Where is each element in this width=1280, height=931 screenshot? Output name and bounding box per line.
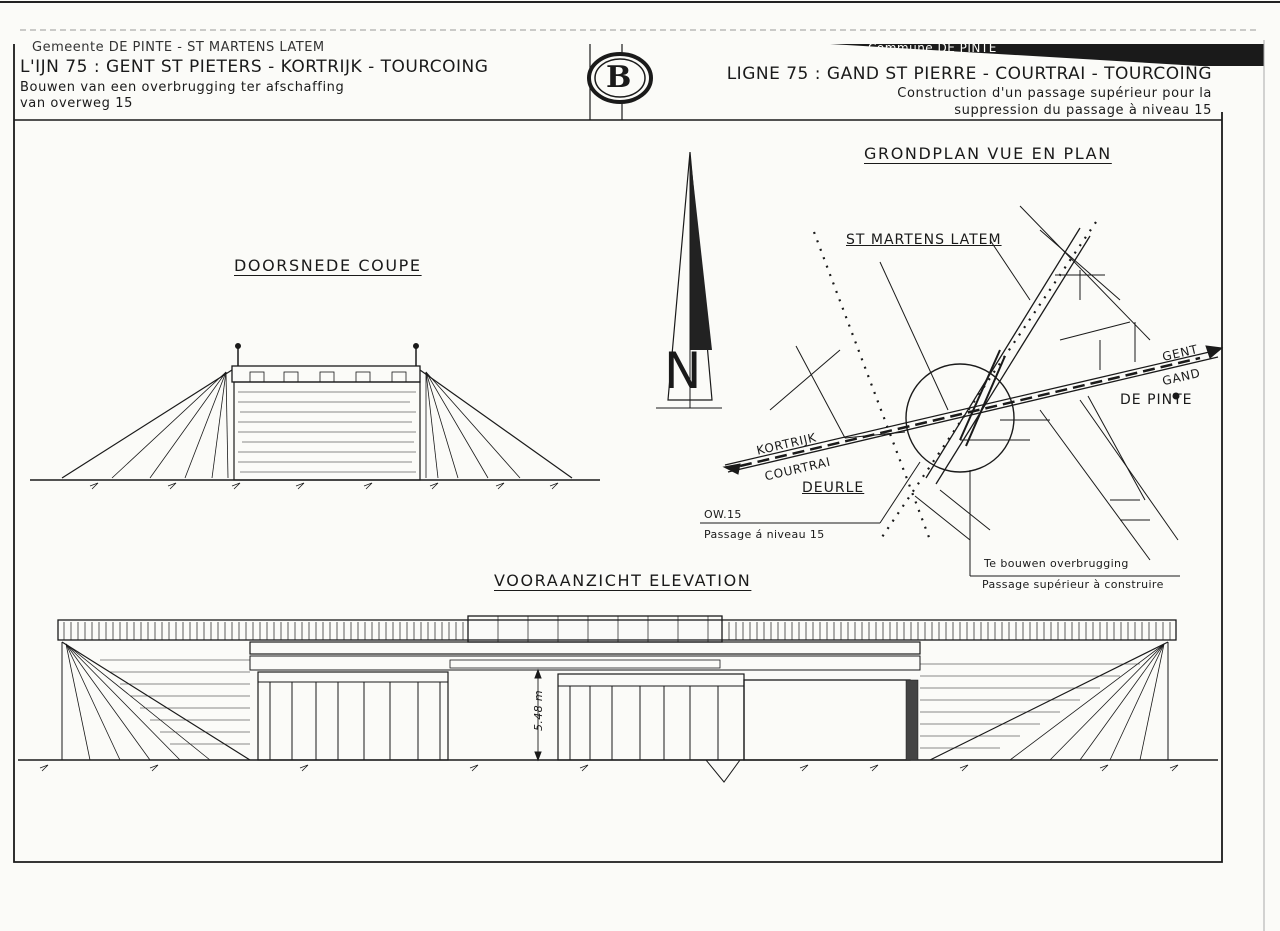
header-right-line: LIGNE 75 : GAND ST PIERRE - COURTRAI - T…: [726, 64, 1212, 84]
header-right-desc-2: suppression du passage à niveau 15: [954, 103, 1212, 118]
header-left-top: Gemeente DE PINTE - ST MARTENS LATEM: [32, 40, 325, 52]
crossing-circle: [905, 363, 1015, 473]
new-overpass-road: [925, 227, 1091, 485]
logo-letter: B: [606, 60, 632, 95]
header-left-desc-1: Bouwen van een overbrugging ter afschaff…: [20, 80, 345, 95]
railing-posts: [63, 622, 1171, 640]
cross-section-drawing: [30, 343, 600, 490]
header-right-top: Commune DE PINTE: [868, 41, 997, 52]
header-left-line: L'IJN 75 : GENT ST PIETERS - KORTRIJK - …: [20, 57, 489, 77]
plan-map: [700, 205, 1224, 577]
elevation-drawing: [18, 615, 1218, 783]
map-label-bridge-fr: Passage supérieur à construire: [982, 578, 1164, 591]
clearance-dimension: 5.48 m: [532, 689, 546, 732]
map-label-ow15: OW.15: [704, 508, 742, 521]
map-label-de-pinte: DE PINTE: [1120, 392, 1193, 408]
map-label-ow15-desc: Passage á niveau 15: [704, 528, 825, 541]
drawing-frame: [13, 40, 1265, 931]
map-label-st-martens-latem: ST MARTENS LATEM: [846, 232, 1002, 248]
map-label-bridge-nl: Te bouwen overbrugging: [984, 557, 1129, 570]
railway-line: [724, 349, 1219, 473]
map-label-deurle: DEURLE: [802, 480, 865, 496]
scan-top-band: [0, 1, 1280, 66]
north-letter: N: [664, 342, 702, 400]
railway-logo: [587, 52, 653, 104]
cross-section-title: DOORSNEDE COUPE: [234, 256, 422, 275]
header-right-desc-1: Construction d'un passage supérieur pour…: [897, 86, 1212, 101]
north-arrow-icon: [656, 151, 722, 409]
elevation-title: VOORAANZICHT ELEVATION: [494, 571, 752, 590]
header-left-desc-2: van overweg 15: [20, 96, 133, 111]
plan-title: GRONDPLAN VUE EN PLAN: [864, 144, 1112, 163]
